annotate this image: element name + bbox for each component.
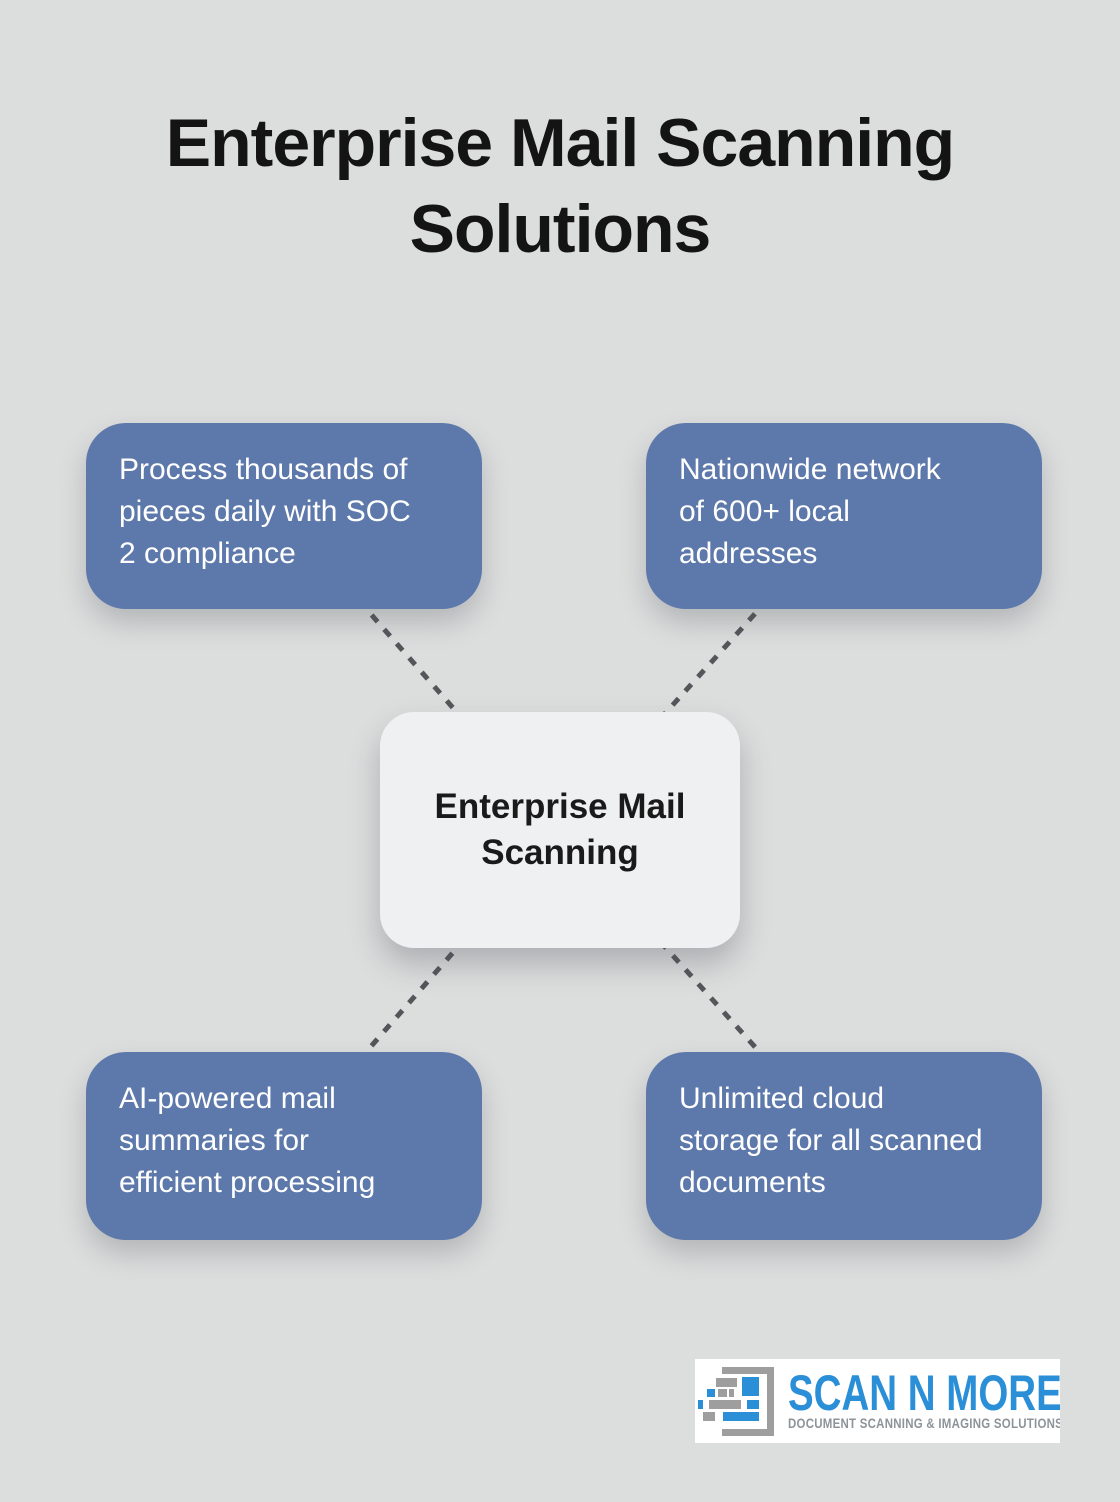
center-node: Enterprise Mail Scanning [380,712,740,948]
feature-box-bottom-left: AI-powered mail summaries for efficient … [86,1052,482,1240]
feature-text-bottom-right: Unlimited cloud storage for all scanned … [679,1082,983,1199]
connector-top-right [558,513,846,832]
scan-document-icon [698,1366,774,1436]
feature-text-top-left: Process thousands of pieces daily with S… [119,453,411,570]
feature-box-bottom-right: Unlimited cloud storage for all scanned … [646,1052,1042,1240]
brand-name: SCAN N MORE [788,1364,1060,1421]
connector-bottom-right [558,828,846,1148]
page-title: Enterprise Mail Scanning Solutions [165,105,955,267]
center-node-label: Enterprise Mail Scanning [434,787,686,872]
brand-text-block: SCAN N MORE DOCUMENT SCANNING & IMAGING … [788,1364,1060,1431]
feature-box-top-left: Process thousands of pieces daily with S… [86,423,482,609]
brand-tagline: DOCUMENT SCANNING & IMAGING SOLUTIONS [788,1414,1060,1431]
feature-box-top-right: Nationwide network of 600+ local address… [646,423,1042,609]
feature-text-top-right: Nationwide network of 600+ local address… [679,453,941,570]
brand-logo: SCAN N MORE DOCUMENT SCANNING & IMAGING … [695,1359,1060,1443]
feature-text-bottom-left: AI-powered mail summaries for efficient … [119,1082,376,1199]
